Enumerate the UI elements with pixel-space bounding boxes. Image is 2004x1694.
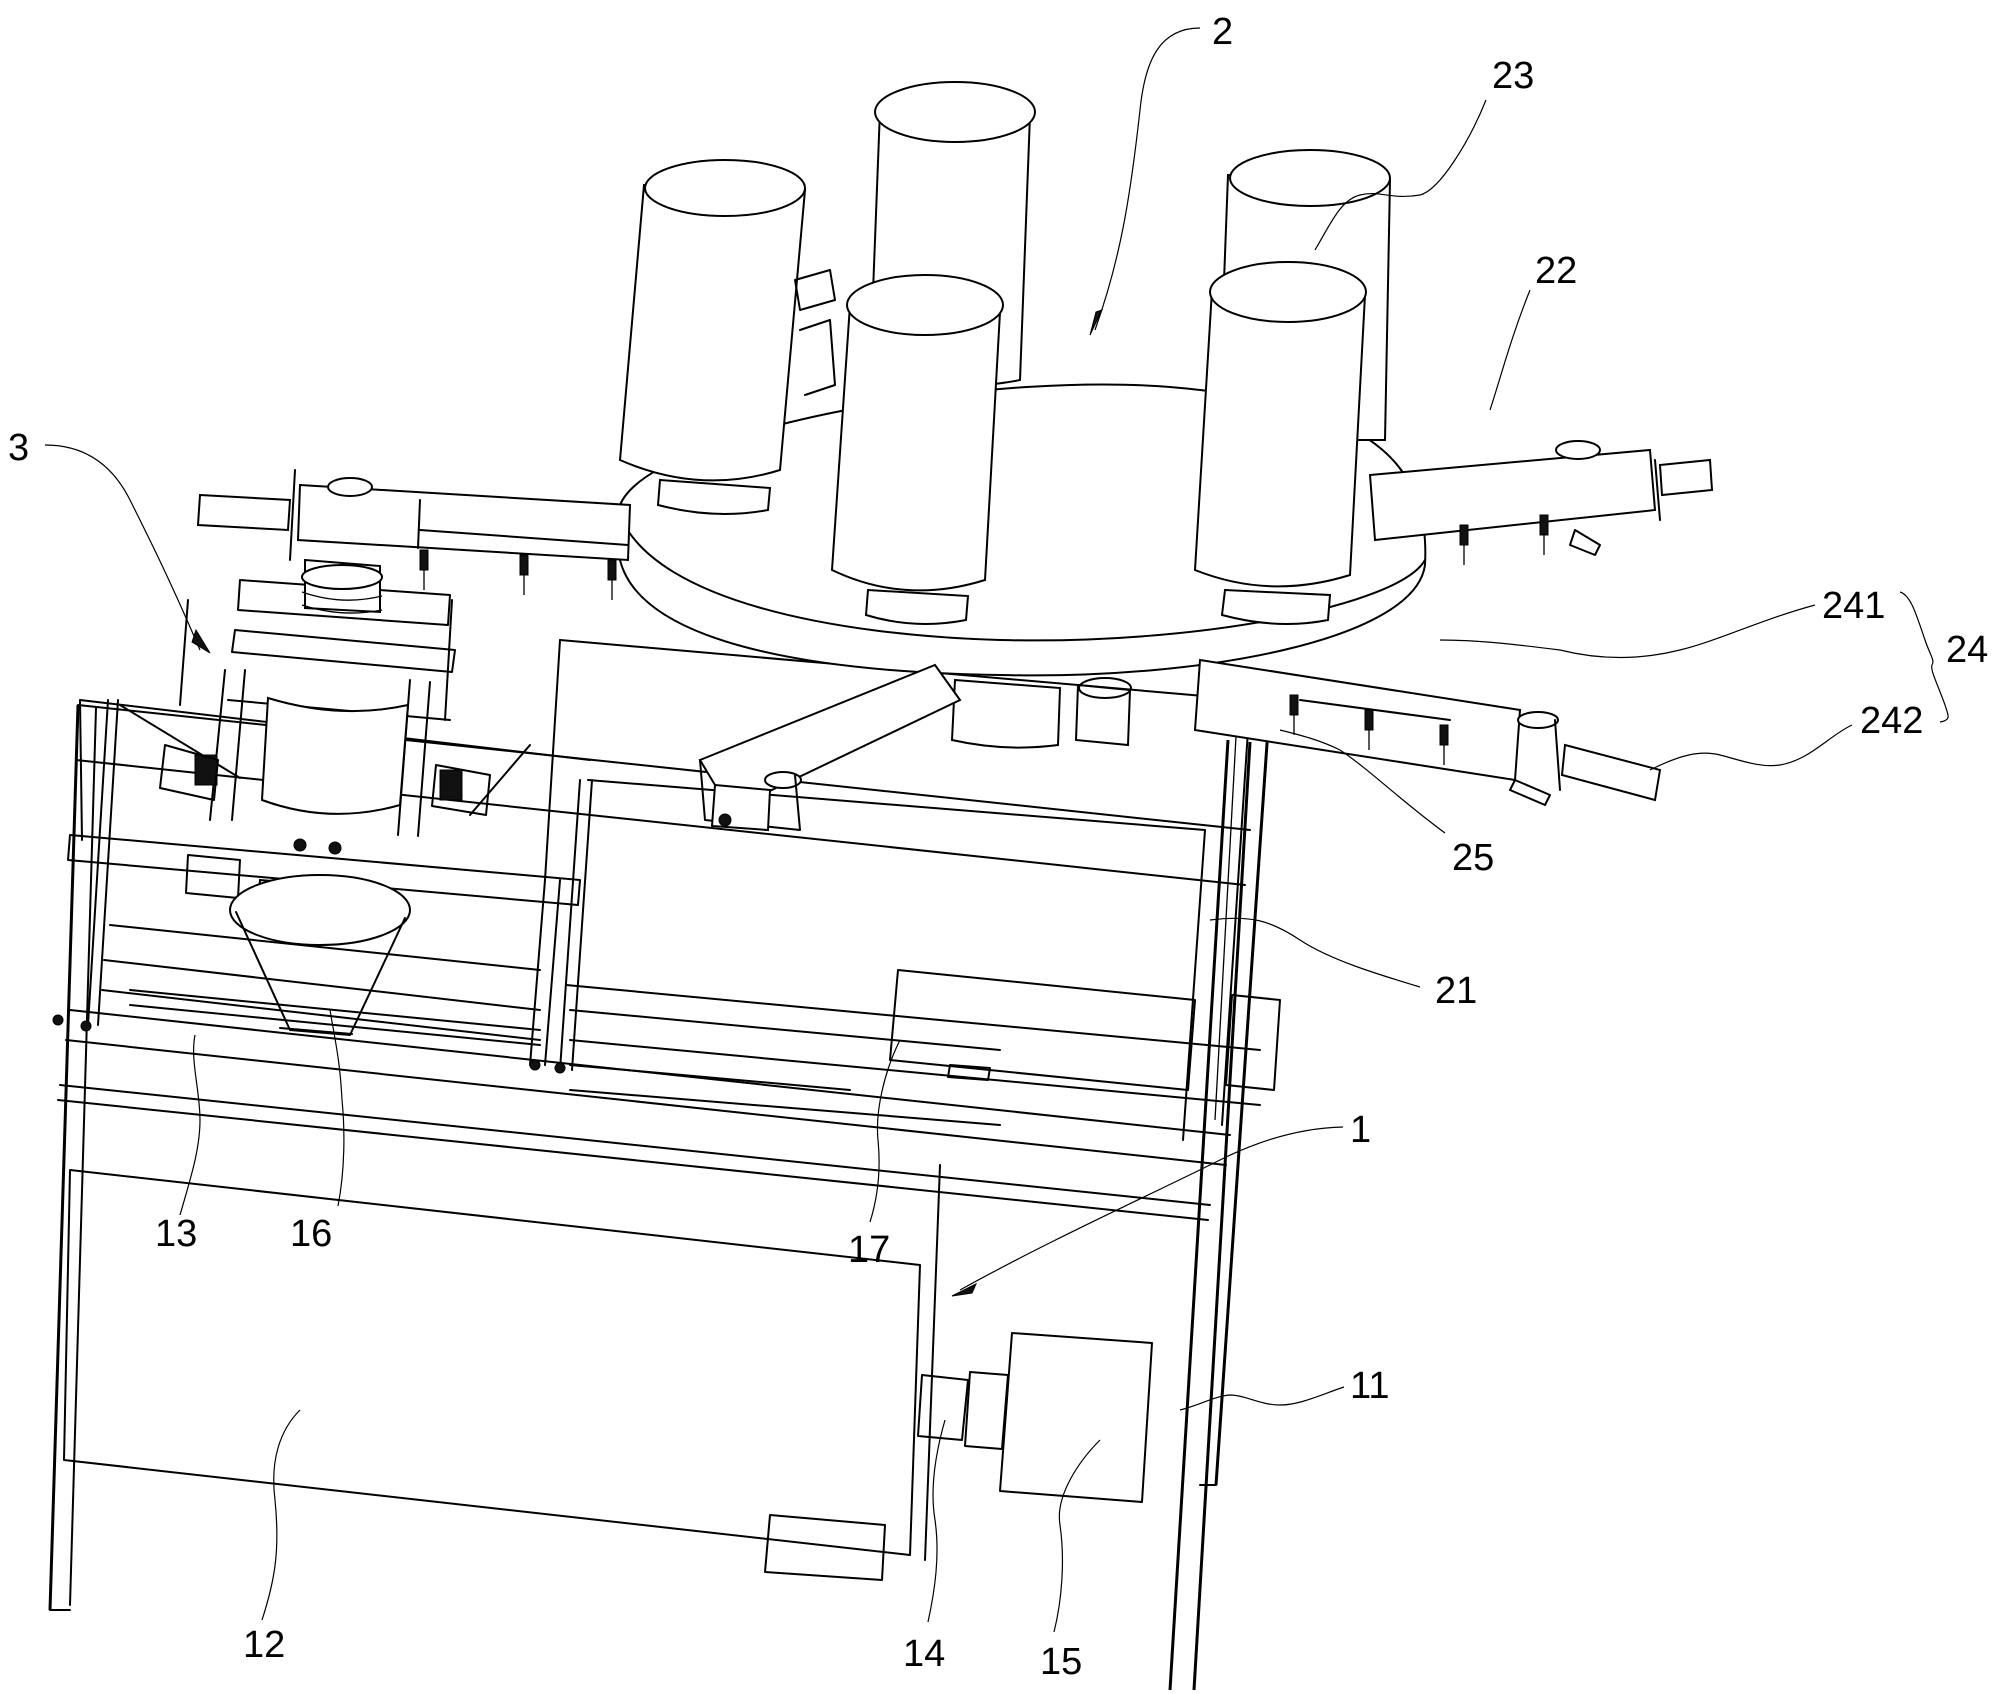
canister-rear-left — [618, 159, 807, 515]
collection-bin — [63, 1164, 941, 1581]
canister-front-right — [1193, 261, 1367, 625]
label-17: 17 — [848, 1229, 890, 1271]
label-12: 12 — [243, 1624, 285, 1666]
drive-motor — [917, 1332, 1153, 1503]
support-column — [544, 639, 1251, 1141]
label-22: 22 — [1535, 250, 1577, 292]
label-3: 3 — [8, 427, 29, 469]
label-1: 1 — [1350, 1109, 1371, 1151]
label-2: 2 — [1212, 11, 1233, 53]
label-24: 24 — [1946, 629, 1988, 671]
slide-block — [889, 969, 1281, 1091]
arm-rear — [794, 269, 836, 396]
label-241: 241 — [1822, 585, 1885, 627]
label-11: 11 — [1350, 1365, 1389, 1407]
canister-front-left — [830, 274, 1004, 625]
label-14: 14 — [903, 1633, 945, 1675]
arm-front-right-241 — [1193, 658, 1662, 806]
arm-right — [1368, 440, 1714, 565]
station-3-assembly — [67, 558, 591, 1046]
label-16: 16 — [290, 1213, 332, 1255]
label-242: 242 — [1860, 700, 1923, 742]
label-15: 15 — [1040, 1641, 1082, 1683]
base-frame — [48, 699, 1272, 1691]
label-23: 23 — [1492, 55, 1534, 97]
label-13: 13 — [155, 1213, 197, 1255]
arm-front-center — [698, 663, 962, 832]
leader-lines — [44, 27, 1949, 1633]
label-25: 25 — [1452, 837, 1494, 879]
label-21: 21 — [1435, 970, 1477, 1012]
reference-labels: 2 23 22 3 241 24 242 25 21 1 11 13 16 17… — [8, 11, 1988, 1683]
arm-left — [196, 469, 632, 600]
